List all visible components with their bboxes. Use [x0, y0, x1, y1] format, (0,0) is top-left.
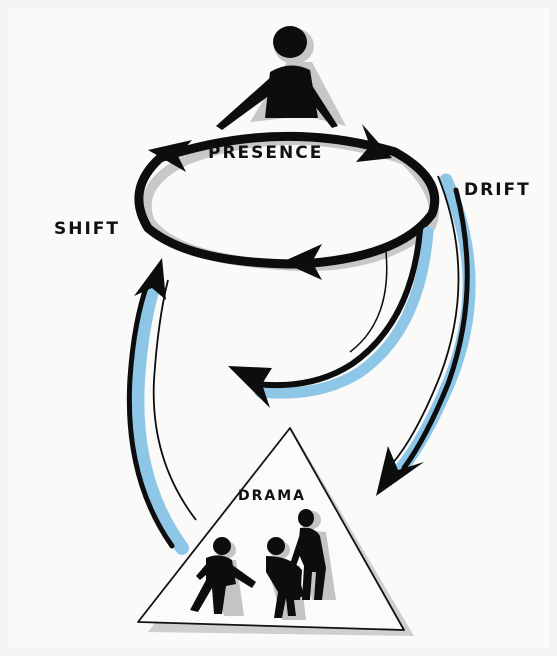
presence-label: PRESENCE [208, 143, 323, 163]
drift-label: DRIFT [464, 180, 531, 200]
person-head [273, 26, 307, 58]
shift-label: SHIFT [54, 219, 120, 239]
drama-label: DRAMA [238, 488, 306, 504]
